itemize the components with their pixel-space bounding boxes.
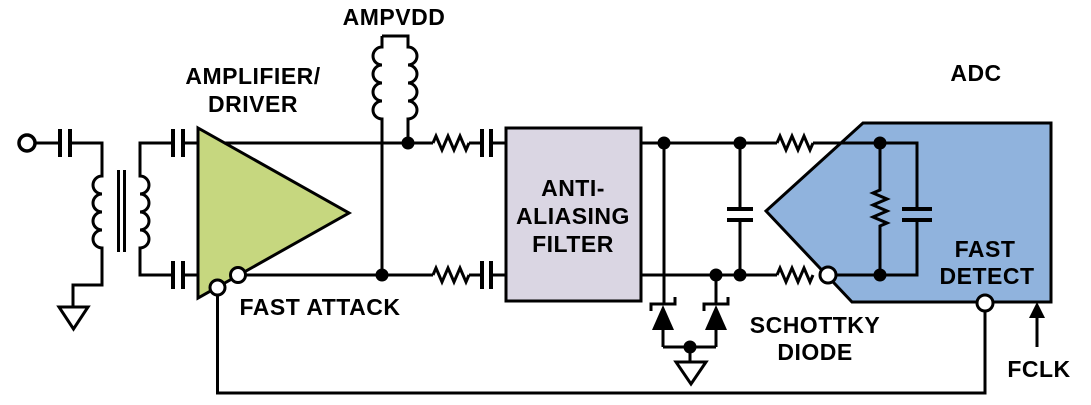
label-filter-3: FILTER (532, 231, 614, 257)
transformer-secondary-coil (138, 141, 173, 277)
input-terminal (17, 133, 37, 153)
wire (836, 222, 919, 277)
adc-input-pin (818, 265, 838, 285)
schottky-diode-right (705, 305, 727, 330)
input-network (35, 129, 199, 332)
label-amplifier-2: DRIVER (208, 91, 298, 117)
transformer-primary-coil (70, 141, 104, 307)
label-adc: ADC (950, 60, 1001, 86)
adc-internal-network (813, 141, 932, 277)
label-fast-attack: FAST ATTACK (240, 294, 401, 320)
label-fclk: FCLK (1007, 356, 1070, 382)
anti-aliasing-filter-box (504, 126, 643, 303)
ground-symbol (56, 305, 91, 332)
series-capacitor-bottom (480, 261, 493, 289)
wire (183, 141, 199, 277)
label-ampvdd: AMPVDD (343, 4, 446, 30)
fast-attack-pin (208, 278, 227, 297)
schottky-cathode-left (649, 297, 677, 311)
junction-dot (375, 268, 389, 282)
shunt-capacitor (727, 207, 753, 222)
transformer-core (117, 170, 126, 252)
adc-internal-capacitor (902, 207, 932, 222)
adc-block (763, 121, 1053, 304)
labels: AMPVDD AMPLIFIER/ DRIVER FAST ATTACK ANT… (185, 4, 1070, 382)
amplifier-output-pin (229, 266, 247, 284)
junction-dots (375, 136, 887, 354)
choke-coil-right (382, 34, 419, 143)
schottky-diode-left (652, 305, 674, 330)
junction-dot (683, 340, 697, 354)
label-filter-1: ANTI- (541, 175, 605, 201)
junction-dot (401, 136, 415, 150)
ampvdd-choke (371, 34, 419, 275)
schottky-cathode-right (702, 297, 730, 311)
label-fast-detect-1: FAST (955, 236, 1016, 262)
junction-dot (733, 268, 747, 282)
choke-coil-left (371, 36, 384, 275)
wire (813, 141, 919, 207)
label-schottky-2: DIODE (777, 339, 852, 365)
label-schottky-1: SCHOTTKY (750, 312, 881, 338)
feedback-line (216, 295, 987, 395)
amplifier-triangle (196, 125, 353, 301)
interstage-network (224, 129, 506, 289)
fclk-input (1029, 302, 1045, 347)
schottky-clamp (649, 143, 730, 387)
pins (17, 133, 995, 313)
label-fast-detect-2: DETECT (940, 263, 1035, 289)
junction-dot (873, 136, 887, 150)
adc-series-resistor-bottom (775, 264, 815, 286)
label-amplifier-1: AMPLIFIER/ (185, 63, 320, 89)
series-resistor-top (431, 132, 471, 154)
fast-detect-pin (975, 293, 995, 313)
series-capacitor-top (480, 129, 493, 157)
label-filter-2: ALIASING (516, 203, 630, 229)
adc-series-resistor-top (775, 132, 815, 154)
junction-dot (657, 136, 671, 150)
junction-dot (873, 268, 887, 282)
adc-internal-resistor (869, 143, 891, 275)
ground-symbol (673, 360, 709, 387)
fclk-arrow-icon (1029, 302, 1045, 318)
series-resistor-bottom (431, 264, 471, 286)
junction-dot (733, 136, 747, 150)
junction-dot (709, 268, 723, 282)
